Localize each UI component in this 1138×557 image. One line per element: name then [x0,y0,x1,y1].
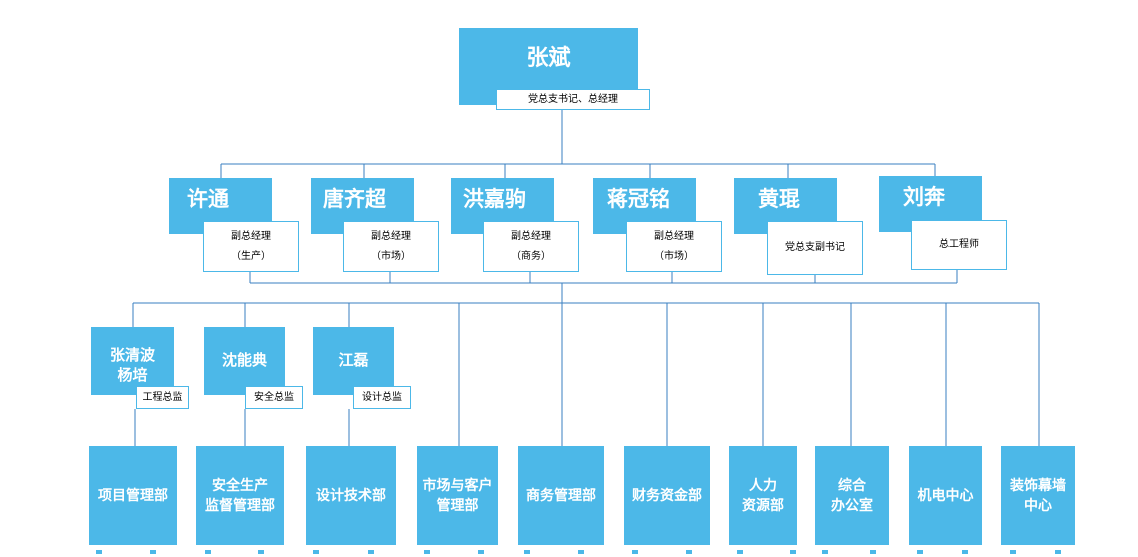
vp-title-tag-2: 副总经理 （市场） [343,221,439,272]
dept-1-line-1: 项目管理部 [98,487,168,504]
director-box-3: 江磊 [313,327,394,395]
vp-title-4-line-2: （市场） [654,250,694,262]
director-title-tag-3: 设计总监 [353,386,411,409]
dept-box-5: 商务管理部 [518,446,604,545]
dept-8-line-2: 办公室 [831,497,873,514]
director-title-tag-2: 安全总监 [245,386,303,409]
vp-title-1-line-1: 副总经理 [231,230,271,242]
bottom-dotted-strip [96,550,1061,554]
dept-4-line-1: 市场与客户 [422,477,493,494]
vp-title-tag-4: 副总经理 （市场） [626,221,722,272]
vp-title-3-line-2: （商务） [511,250,551,262]
director-1-line-1: 张清波 [109,346,155,364]
dept-2-line-2: 监督管理部 [205,497,275,514]
top-title: 党总支书记、总经理 [528,93,618,105]
vp-title-2-line-2: （市场） [371,250,411,262]
vp-name-3: 洪嘉驹 [463,187,526,211]
director-title-tag-1: 工程总监 [136,386,189,409]
vp-title-4-line-1: 副总经理 [654,230,694,242]
dept-8-line-1: 综合 [838,477,866,494]
vp-name-1: 许通 [187,187,229,211]
director-3-line-1: 江磊 [338,351,369,369]
vp-title-6-line-1: 总工程师 [939,239,979,250]
director-box-1: 张清波 杨培 [91,327,174,395]
dept-6-line-1: 财务资金部 [632,487,702,504]
vp-title-2-line-1: 副总经理 [371,230,411,242]
vp-title-1-line-2: （生产） [231,250,271,262]
vp-title-3-line-1: 副总经理 [511,230,551,242]
director-2-line-1: 沈能典 [221,351,267,369]
dept-4-line-2: 管理部 [436,497,479,514]
vp-title-tag-1: 副总经理 （生产） [203,221,299,272]
dept-box-8: 综合 办公室 [815,446,889,545]
top-title-tag: 党总支书记、总经理 [496,89,650,110]
dept-box-2: 安全生产 监督管理部 [196,446,284,545]
dept-10-line-1: 装饰幕墙 [1010,477,1066,494]
dept-10-line-2: 中心 [1024,497,1052,514]
dept-box-7: 人力 资源部 [729,446,797,545]
top-name: 张斌 [526,46,571,71]
vp-name-4: 蒋冠铭 [607,187,670,211]
vp-title-tag-6: 总工程师 [911,220,1007,270]
vp-title-5-line-1: 党总支副书记 [785,242,845,253]
director-box-2: 沈能典 [204,327,285,395]
dept-box-3: 设计技术部 [306,446,396,545]
dept-box-9: 机电中心 [909,446,982,545]
dept-2-line-1: 安全生产 [212,477,268,494]
director-1-line-2: 杨培 [117,366,148,384]
director-3-title: 设计总监 [362,392,402,403]
director-2-title: 安全总监 [254,392,294,403]
vp-title-tag-5: 党总支副书记 [767,221,863,275]
dept-box-4: 市场与客户 管理部 [417,446,498,545]
dept-5-line-1: 商务管理部 [526,487,596,504]
vp-name-2: 唐齐超 [323,187,386,211]
dept-box-1: 项目管理部 [89,446,177,545]
dept-3-line-1: 设计技术部 [316,487,386,504]
vp-title-tag-3: 副总经理 （商务） [483,221,579,272]
dept-box-10: 装饰幕墙 中心 [1001,446,1075,545]
vp-name-6: 刘奔 [903,185,945,209]
dept-7-line-1: 人力 [749,477,777,494]
dept-box-6: 财务资金部 [624,446,710,545]
director-1-title: 工程总监 [142,392,183,403]
dept-9-line-1: 机电中心 [917,487,974,504]
vp-name-5: 黄琨 [758,187,800,211]
dept-7-line-2: 资源部 [742,497,784,514]
